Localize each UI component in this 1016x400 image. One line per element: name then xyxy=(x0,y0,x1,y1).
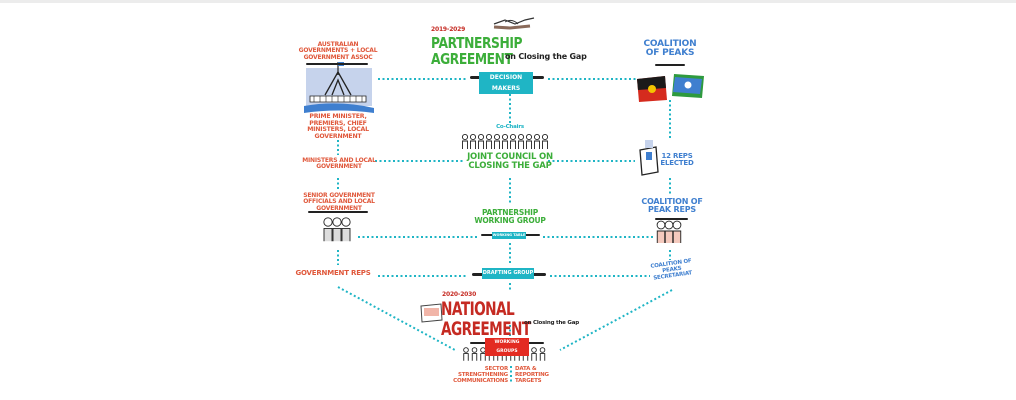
person-icon xyxy=(471,347,478,361)
person-icon xyxy=(539,347,546,361)
partnership-years: 2019-2029 xyxy=(431,26,466,33)
right-groups-label: DATA & REPORTING TARGETS xyxy=(515,366,549,384)
person-icon xyxy=(664,220,674,243)
working-table-badge: WORKING TABLE xyxy=(492,232,526,239)
torres-strait-flag-icon xyxy=(672,74,704,98)
calendar-icon xyxy=(420,303,443,323)
person-icon xyxy=(509,133,517,149)
person-icon xyxy=(531,347,537,361)
divider xyxy=(655,64,685,66)
person-icon xyxy=(469,133,477,149)
divider xyxy=(306,63,368,65)
government-reps-label: GOVERNMENT REPS xyxy=(295,269,371,277)
top-border xyxy=(0,0,1016,3)
divider xyxy=(655,218,688,220)
person-icon xyxy=(461,133,469,149)
person-icon xyxy=(672,220,682,243)
reps-elected-label: 12 REPS ELECTED xyxy=(660,152,694,168)
person-icon xyxy=(323,217,333,242)
partnership-subtitle: on Closing the Gap xyxy=(505,52,587,61)
person-icon xyxy=(332,217,342,242)
person-icon xyxy=(656,220,666,243)
coalition-peak-reps-label: COALITION OF PEAK REPS xyxy=(641,197,703,215)
person-icon xyxy=(493,133,501,149)
person-icon xyxy=(341,217,351,242)
coalition-of-peaks-title: COALITION OF PEAKS xyxy=(643,39,697,59)
left-groups-label: SECTOR STRENGTHENING COMMUNICATIONS xyxy=(453,366,508,384)
person-icon xyxy=(533,133,541,149)
national-years: 2020-2030 xyxy=(442,291,477,298)
national-subtitle: on Closing the Gap xyxy=(524,320,579,326)
aboriginal-flag-icon xyxy=(637,76,667,102)
ministers-label: MINISTERS AND LOCAL GOVERNMENT xyxy=(302,157,376,171)
person-icon xyxy=(517,133,525,149)
partnership-agreement-title: PARTNERSHIP AGREEMENT xyxy=(431,34,523,68)
partnership-working-group-label: PARTNERSHIP WORKING GROUP xyxy=(474,208,546,225)
person-icon xyxy=(477,133,485,149)
national-agreement-title: NATIONAL AGREEMENT xyxy=(441,298,531,340)
person-icon xyxy=(480,347,486,361)
decision-makers-badge: DECISION MAKERS xyxy=(479,72,533,94)
divider xyxy=(308,211,368,213)
joint-council-label: JOINT COUNCIL ON CLOSING THE GAP xyxy=(467,152,553,171)
line-diag-right xyxy=(559,289,673,351)
parliament-house-icon xyxy=(304,62,374,113)
working-groups-badge: WORKING GROUPS xyxy=(485,338,529,356)
australian-governments-label: AUSTRALIAN GOVERNMENTS + LOCAL GOVERNMEN… xyxy=(298,41,378,61)
person-icon xyxy=(525,133,533,149)
co-chairs-label: Co-Chairs xyxy=(496,124,524,130)
handshake-icon xyxy=(493,17,535,30)
officials-label: SENIOR GOVERNMENT OFFICIALS AND LOCAL GO… xyxy=(303,192,375,212)
leaders-label: PRIME MINISTER, PREMIERS, CHIEF MINISTER… xyxy=(307,113,369,140)
person-icon xyxy=(501,133,509,149)
person-icon xyxy=(485,133,493,149)
ballot-box-icon xyxy=(639,140,659,176)
person-icon xyxy=(463,347,469,361)
drafting-group-badge: DRAFTING GROUP xyxy=(482,268,534,279)
person-icon xyxy=(541,133,549,149)
